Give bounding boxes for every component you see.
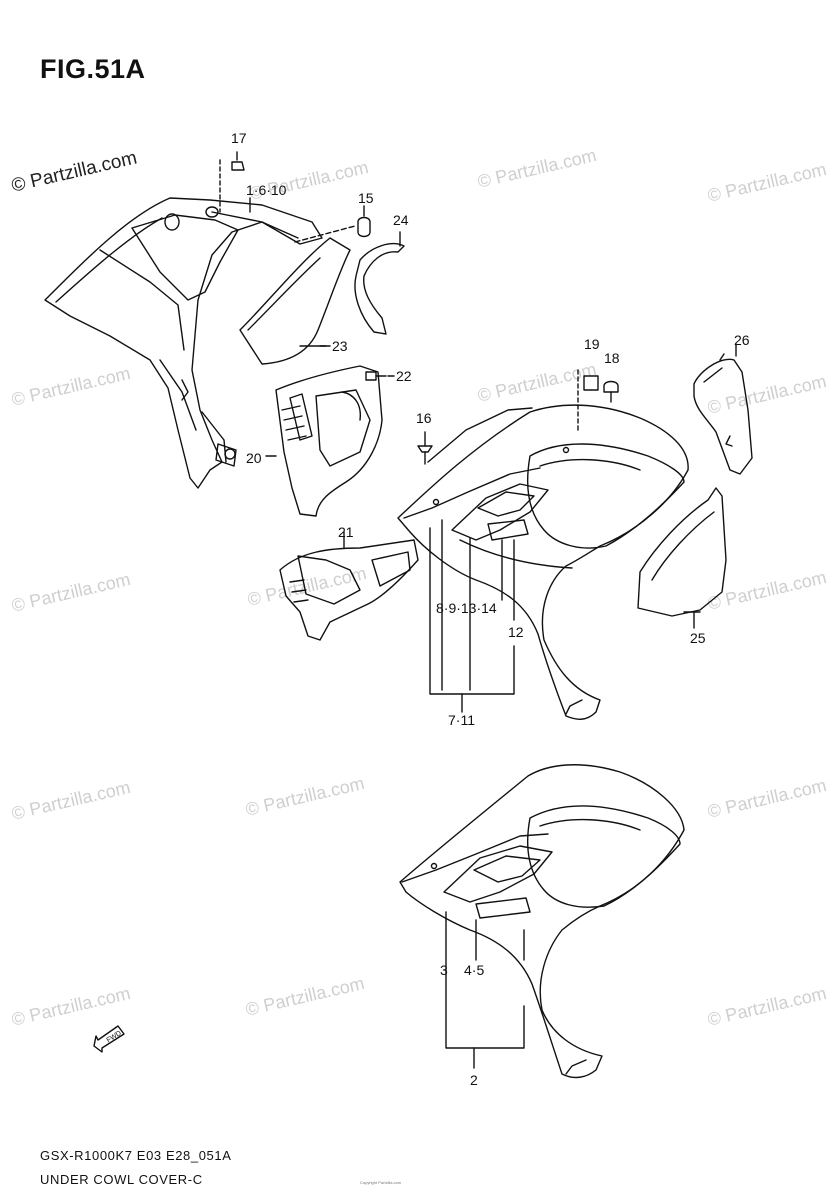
callout-18: 18 (604, 350, 620, 366)
callout-12: 12 (508, 624, 524, 640)
callout-3: 3 (440, 962, 448, 978)
callout-7-11: 7·11 (448, 712, 475, 728)
part-26-bracket (693, 343, 753, 475)
callout-2: 2 (470, 1072, 478, 1088)
callout-22: 22 (396, 368, 412, 384)
callout-15: 15 (358, 190, 374, 206)
model-code: GSX-R1000K7 E03 E28_051A (40, 1148, 232, 1163)
part-20-duct (275, 365, 383, 517)
callout-26: 26 (734, 332, 750, 348)
part-25-inner-cover (637, 487, 727, 617)
callout-20: 20 (246, 450, 262, 466)
callout-24: 24 (393, 212, 409, 228)
under-cowl-lower (399, 764, 685, 1079)
copyright-note: Copyright Partzilla.com (360, 1180, 402, 1185)
upper-cowl-part (44, 197, 323, 489)
callout-1-6-10: 1·6·10 (246, 182, 287, 198)
callout-16: 16 (416, 410, 432, 426)
part-17-nut (219, 151, 245, 213)
figure-title: FIG.51A (40, 54, 146, 84)
callout-17: 17 (231, 130, 247, 146)
leader-lines-mid (429, 519, 695, 713)
callout-25: 25 (690, 630, 706, 646)
part-24-bracket (354, 231, 405, 335)
under-cowl-mid (397, 404, 689, 720)
forward-arrow-icon: FWD (92, 1020, 128, 1059)
part-18-bolt (603, 380, 619, 403)
part-22-screw (365, 371, 387, 381)
callout-23: 23 (332, 338, 348, 354)
callout-8-9-13-14: 8·9·13·14 (436, 600, 497, 616)
callout-21: 21 (338, 524, 354, 540)
part-19-nut (577, 369, 599, 433)
leader-ticks-top (249, 197, 395, 457)
leader-lines-lower (445, 911, 525, 1069)
callout-19: 19 (584, 336, 600, 352)
part-16-screw (417, 431, 433, 465)
part-15-grommet (294, 205, 371, 243)
section-name: UNDER COWL COVER-C (40, 1172, 203, 1187)
callout-4-5: 4·5 (464, 962, 485, 978)
part-21-lower-duct (279, 531, 419, 641)
